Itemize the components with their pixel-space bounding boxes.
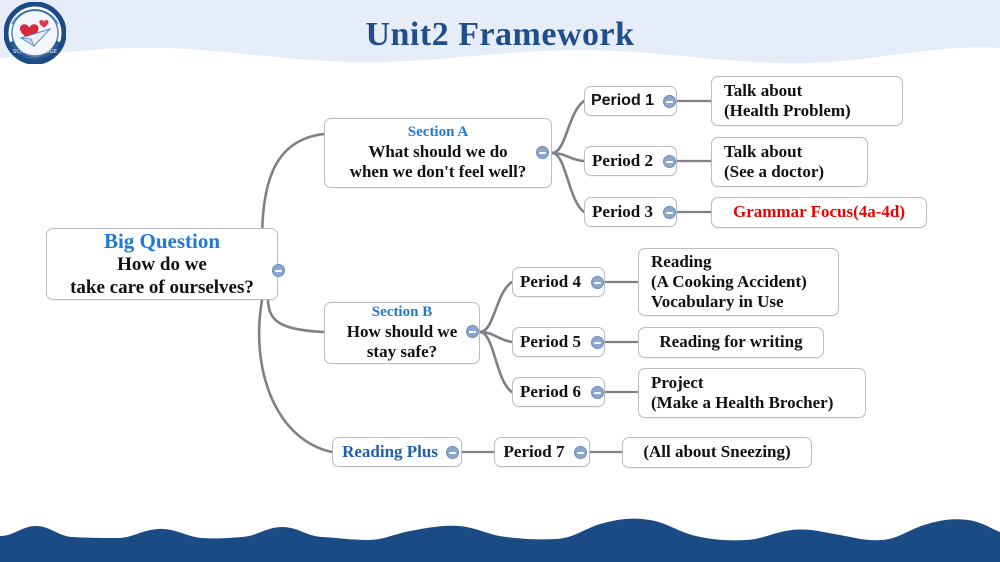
leaf-period-6-line2: (Make a Health Brocher) [651, 393, 834, 412]
big-question-line2: take care of ourselves? [70, 276, 254, 298]
period-2-label: Period 2 [592, 150, 653, 170]
period-7-label: Period 7 [503, 441, 565, 461]
section-b-line2: stay safe? [366, 342, 438, 362]
node-period-2[interactable]: Period 2 [584, 146, 677, 176]
big-question-line1: How do we [117, 254, 207, 276]
svg-text:SCHOOL BADGE: SCHOOL BADGE [13, 49, 58, 55]
leaf-period-2-line2: (See a doctor) [724, 162, 825, 181]
node-leaf-period-5[interactable]: Reading for writing [638, 327, 824, 358]
leaf-period-6-line1: Project [651, 372, 704, 392]
leaf-period-1-line2: (Health Problem) [724, 101, 851, 120]
section-b-line1: How should we [346, 322, 458, 342]
section-a-line1: What should we do [368, 142, 508, 162]
section-b-header: Section B [371, 303, 433, 320]
top-banner-decoration [0, 0, 1000, 80]
node-period-4[interactable]: Period 4 [512, 267, 605, 297]
section-a-line2: when we don't feel well? [349, 162, 527, 182]
collapse-handle-section-a[interactable] [536, 146, 549, 159]
node-section-b[interactable]: Section B How should we stay safe? [324, 302, 480, 364]
big-question-header: Big Question [103, 228, 221, 253]
leaf-period-4-line3: Vocabulary in Use [651, 292, 784, 312]
leaf-period-4-line1: Reading [651, 251, 712, 271]
period-5-label: Period 5 [520, 331, 581, 351]
leaf-period-7-line1: (All about Sneezing) [643, 442, 791, 462]
leaf-period-2-line1: Talk about [724, 141, 803, 161]
leaf-period-4-line2: (A Cooking Accident) [651, 271, 807, 291]
collapse-handle-big-question[interactable] [272, 264, 285, 277]
section-a-header: Section A [407, 123, 469, 140]
collapse-handle-reading-plus[interactable] [446, 446, 459, 459]
node-leaf-period-7[interactable]: (All about Sneezing) [622, 437, 812, 468]
collapse-handle-period-3[interactable] [663, 206, 676, 219]
leaf-period-5-line1: Reading for writing [659, 332, 803, 352]
collapse-handle-period-6[interactable] [591, 386, 604, 399]
node-period-5[interactable]: Period 5 [512, 327, 605, 357]
collapse-handle-section-b[interactable] [466, 325, 479, 338]
period-1-label: Period 1 [590, 91, 655, 109]
node-period-6[interactable]: Period 6 [512, 377, 605, 407]
collapse-handle-period-7[interactable] [574, 446, 587, 459]
school-badge-logo: SCHOOL BADGE [3, 1, 67, 65]
node-leaf-period-6[interactable]: Project (Make a Health Brocher) [638, 368, 866, 418]
leaf-period-3-line1: Grammar Focus(4a-4d) [732, 202, 906, 222]
page-title: Unit2 Framework [365, 16, 635, 53]
period-3-label: Period 3 [592, 201, 653, 221]
node-leaf-period-3[interactable]: Grammar Focus(4a-4d) [711, 197, 927, 228]
node-section-a[interactable]: Section A What should we do when we don'… [324, 118, 552, 188]
collapse-handle-period-4[interactable] [591, 276, 604, 289]
bottom-wave-decoration [0, 496, 1000, 562]
node-leaf-period-2[interactable]: Talk about (See a doctor) [711, 137, 868, 187]
reading-plus-label: Reading Plus [342, 441, 438, 461]
collapse-handle-period-5[interactable] [591, 336, 604, 349]
node-leaf-period-4[interactable]: Reading (A Cooking Accident) Vocabulary … [638, 248, 839, 316]
period-4-label: Period 4 [520, 271, 581, 291]
collapse-handle-period-2[interactable] [663, 155, 676, 168]
period-6-label: Period 6 [520, 381, 581, 401]
node-leaf-period-1[interactable]: Talk about (Health Problem) [711, 76, 903, 126]
leaf-period-1-line1: Talk about [724, 80, 803, 100]
node-big-question[interactable]: Big Question How do we take care of ours… [46, 228, 278, 300]
node-reading-plus[interactable]: Reading Plus [332, 437, 462, 467]
collapse-handle-period-1[interactable] [663, 95, 676, 108]
